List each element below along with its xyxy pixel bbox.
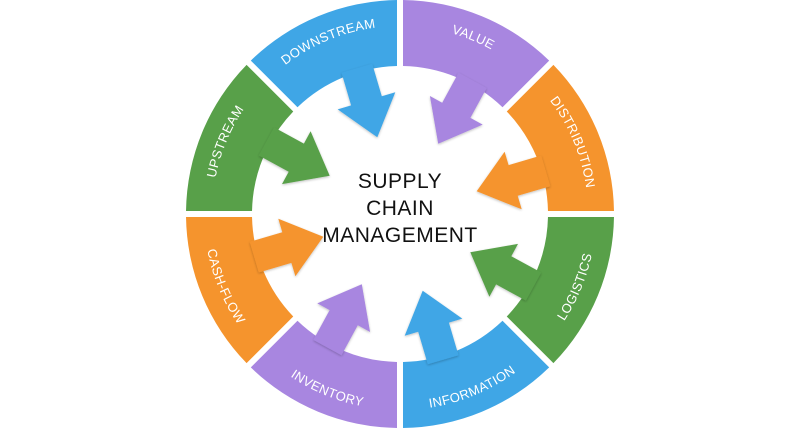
center-title: SUPPLY CHAIN MANAGEMENT — [300, 168, 500, 249]
arrow-downstream — [337, 63, 396, 138]
segment-information — [402, 320, 550, 428]
center-title-line-2: CHAIN — [366, 197, 434, 220]
segment-logistics — [506, 216, 614, 364]
arrow-logistics — [470, 243, 542, 301]
arrow-cash-flow — [249, 218, 324, 277]
center-title-line-1: SUPPLY — [357, 170, 443, 193]
segment-distribution — [506, 64, 614, 212]
arrow-distribution — [476, 151, 551, 210]
segment-cash-flow — [186, 216, 294, 364]
segment-value — [402, 0, 550, 108]
segment-upstream — [186, 64, 294, 212]
arrow-upstream — [258, 127, 330, 185]
segment-downstream — [250, 0, 398, 108]
segment-inventory — [250, 320, 398, 428]
arrow-information — [404, 290, 463, 365]
arrow-value — [429, 72, 487, 144]
arrow-inventory — [313, 284, 371, 356]
center-title-line-3: MANAGEMENT — [322, 224, 478, 247]
